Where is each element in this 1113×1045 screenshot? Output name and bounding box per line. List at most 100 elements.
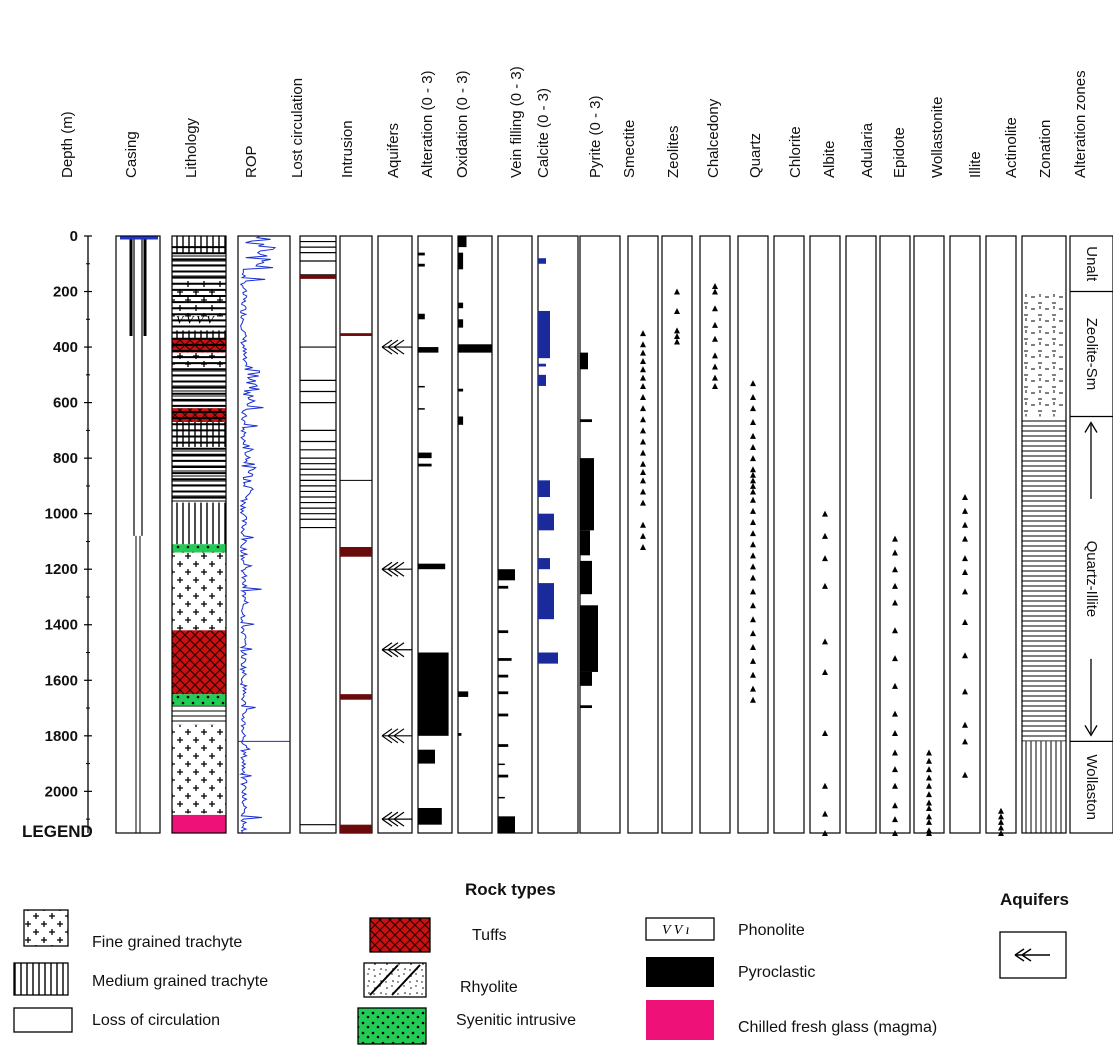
depth-tick-label: 200 [53, 284, 78, 301]
albite-marker [822, 532, 828, 539]
albite-marker [822, 730, 828, 737]
actinolite-frame [985, 235, 1017, 834]
pyrite-bar [580, 419, 592, 423]
intrusion-layer [340, 333, 372, 336]
header-zonation: Zonation [1037, 120, 1054, 178]
vein-filling-bar [498, 796, 505, 799]
quartz-marker [750, 471, 756, 478]
aquifer-arrow-icon [381, 642, 412, 658]
aquifer-arrow-path [381, 728, 412, 744]
legend: LEGEND Rock types Aquifers Fine grained … [13, 822, 1069, 1045]
aquifers-frame [377, 235, 413, 834]
rhyolite-swatch-lines [369, 964, 421, 996]
epidote-marker [892, 549, 898, 556]
quartz-marker [750, 419, 756, 426]
smectite-marker [640, 543, 646, 550]
albite-marker [822, 830, 828, 836]
alteration-bar [418, 808, 442, 825]
quartz-marker [750, 405, 756, 412]
illite-marker [962, 568, 968, 575]
chlorite-frame [773, 235, 805, 834]
quartz-marker [750, 519, 756, 526]
zeolites-frame [661, 235, 693, 834]
alteration-bar [418, 313, 425, 320]
depth-tick-label: 1800 [45, 728, 78, 745]
header-chlorite: Chlorite [787, 126, 804, 178]
quartz-marker [750, 657, 756, 664]
rock-types-title: Rock types [465, 880, 556, 899]
header-oxidation: Oxidation (0 - 3) [454, 70, 471, 178]
header-casing: Casing [123, 131, 140, 178]
zeolites-marker [674, 332, 680, 339]
loss-circulation-swatch [13, 1007, 73, 1033]
header-alteration_zones: Alteration zones [1072, 70, 1089, 178]
oxidation-bar [458, 319, 464, 328]
illite-marker [962, 535, 968, 542]
pyrite-bar [580, 671, 592, 686]
aquifer-arrow-icon [381, 339, 412, 355]
lithology-layer [172, 352, 226, 370]
smectite-marker [640, 341, 646, 348]
illite-marker [962, 521, 968, 528]
zone-arrow-icon [1084, 421, 1098, 737]
vein-filling-bar [498, 763, 505, 766]
pyrite-bar [580, 530, 590, 556]
rop-frame [237, 235, 291, 834]
pyrite-bar [580, 705, 592, 709]
vein-filling-bar [498, 774, 509, 778]
illite-marker [962, 721, 968, 728]
quartz-marker [750, 496, 756, 503]
smectite-marker [640, 416, 646, 423]
illite-frame [949, 235, 981, 834]
calcite-bar [538, 310, 550, 359]
illite-marker [962, 688, 968, 695]
oxidation-bar [458, 236, 467, 248]
illite-marker [962, 618, 968, 625]
lithology-layer [172, 724, 226, 814]
vein-filling-bar [498, 691, 509, 695]
alteration-bar [418, 408, 425, 410]
epidote-marker [892, 816, 898, 823]
albite-marker [822, 668, 828, 675]
lithology-frame [171, 235, 227, 834]
vein-filling-bar [498, 674, 509, 678]
zonation-frame [1021, 235, 1067, 834]
aquifer-arrow-path [381, 339, 412, 355]
pyrite-bar [580, 458, 594, 531]
zonation-zeolite [1022, 291, 1066, 417]
epidote-marker [892, 682, 898, 689]
header-vein_filling: Vein filling (0 - 3) [508, 66, 525, 178]
wollastonite-marker [926, 782, 932, 789]
aquifer-arrow-icon [381, 728, 412, 744]
calcite-bar [538, 513, 554, 531]
pyroclastic-label: Pyroclastic [738, 964, 815, 981]
epidote-marker [892, 782, 898, 789]
quartz-marker [750, 482, 756, 489]
calcite-bar [538, 558, 550, 570]
alteration-bar [418, 263, 425, 267]
vein-filling-frame [497, 235, 533, 834]
wollastonite-marker [926, 774, 932, 781]
depth-tick-label: 1200 [45, 561, 78, 578]
quartz-marker [750, 602, 756, 609]
smectite-marker [640, 357, 646, 364]
smectite-marker [640, 382, 646, 389]
alteration-bar [418, 385, 425, 388]
phonolite-swatch-marks: V V ı [662, 923, 690, 938]
header-illite: Illite [967, 151, 984, 178]
wollastonite-marker [926, 805, 932, 812]
wollastonite-marker [926, 813, 932, 820]
wollastonite-marker [926, 766, 932, 773]
oxidation-bar [458, 388, 464, 392]
chalcedony-marker [712, 305, 718, 312]
actinolite-marker [998, 807, 1004, 814]
quartz-marker [750, 488, 756, 495]
depth-tick-label: 0 [70, 228, 78, 245]
oxidation-bar [458, 691, 469, 697]
calcite-frame [537, 235, 579, 834]
alteration-bar [418, 749, 435, 764]
zeolites-marker [674, 338, 680, 345]
header-adularia: Adularia [859, 122, 876, 178]
chilled-glass-label: Chilled fresh glass (magma) [738, 1019, 937, 1036]
